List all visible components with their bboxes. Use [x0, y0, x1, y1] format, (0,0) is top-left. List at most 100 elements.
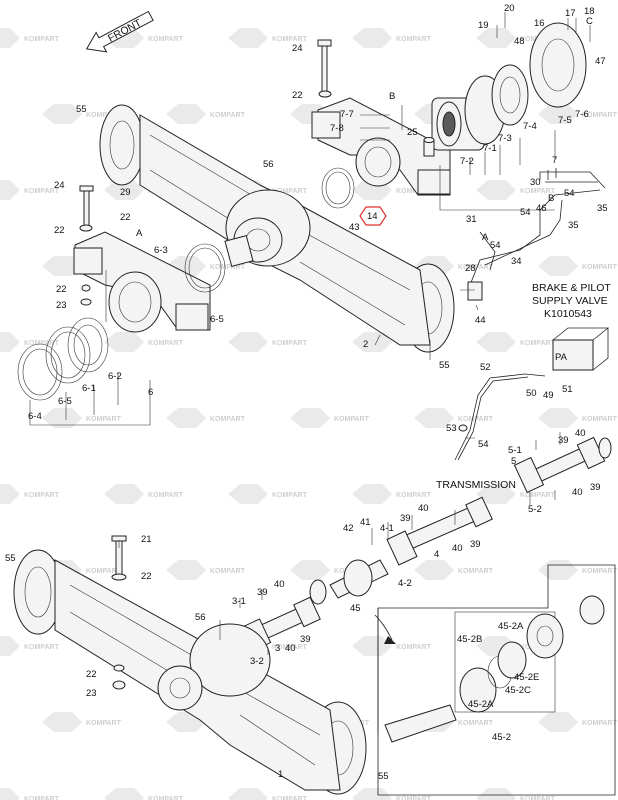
callout-4: 4: [434, 549, 439, 560]
callout-pa: PA: [555, 352, 568, 363]
watermark-text: KOMPART: [86, 720, 122, 727]
watermark-tile: KOMPART: [228, 332, 308, 352]
watermark-text: KOMPART: [24, 644, 60, 651]
callout-44: 44: [475, 315, 486, 326]
watermark-text: KOMPART: [582, 264, 618, 271]
callout-43: 43: [349, 222, 360, 233]
watermark-text: KOMPART: [272, 796, 308, 800]
watermark-tile: KOMPART: [476, 484, 556, 504]
callout-39-b: 39: [590, 482, 601, 493]
watermark-text: KOMPART: [520, 188, 556, 195]
watermark-text: KOMPART: [272, 188, 308, 195]
watermark-text: KOMPART: [396, 492, 432, 499]
callout-7-2: 7-2: [460, 156, 474, 167]
callout-45-2a-top: 45-2A: [498, 621, 524, 632]
watermark-tile: KOMPART: [476, 332, 556, 352]
callout-45: 45: [350, 603, 361, 614]
left-hub-upper: [99, 104, 145, 186]
watermark-text: KOMPART: [396, 796, 432, 800]
callout-55-left-lower: 55: [5, 553, 16, 564]
watermark-tile: KOMPART: [0, 28, 60, 48]
watermark-tile: KOMPART: [352, 484, 432, 504]
watermark-text: KOMPART: [210, 568, 246, 575]
callout-6-1: 6-1: [82, 383, 96, 394]
front-arrow: FRONT: [85, 10, 154, 53]
callout-45-2a-bottom: 45-2A: [468, 699, 494, 710]
callout-39-a: 39: [558, 435, 569, 446]
callout-22-upper: 22: [292, 90, 303, 101]
callout-45-2b: 45-2B: [457, 634, 482, 645]
transmission-label: TRANSMISSION: [436, 479, 516, 491]
trunnion-mount-6: [17, 185, 226, 401]
callout-30: 30: [530, 177, 541, 188]
callout-7-8: 7-8: [330, 123, 344, 134]
callout-40-b: 40: [572, 487, 583, 498]
callout-5: 5: [511, 456, 516, 467]
callout-40-f: 40: [285, 643, 296, 654]
callout-55-lower-right: 55: [378, 771, 389, 782]
drive-shaft-5: [513, 436, 612, 494]
callout-53: 53: [446, 423, 457, 434]
watermark-text: KOMPART: [148, 492, 184, 499]
watermark-tile: KOMPART: [228, 28, 308, 48]
callout-54-c: 54: [490, 240, 501, 251]
callout-6-5-b: 6-5: [58, 396, 72, 407]
callout-a-left: A: [136, 228, 143, 239]
watermark-text: KOMPART: [458, 264, 494, 271]
watermark-tile: KOMPART: [228, 788, 308, 800]
watermark-text: KOMPART: [582, 568, 618, 575]
watermark-text: KOMPART: [148, 36, 184, 43]
callout-6-5-a: 6-5: [210, 314, 224, 325]
callout-7-1: 7-1: [483, 143, 497, 154]
callout-23-lower: 23: [86, 688, 97, 699]
section-labels: BRAKE & PILOT SUPPLY VALVE K1010543 TRAN…: [436, 282, 611, 491]
watermark-tile: KOMPART: [0, 180, 60, 200]
callout-39-f: 39: [300, 634, 311, 645]
watermark-text: KOMPART: [582, 416, 618, 423]
watermark-tile: KOMPART: [104, 332, 184, 352]
watermark-text: KOMPART: [520, 796, 556, 800]
callout-6-2: 6-2: [108, 371, 122, 382]
callout-52: 52: [480, 362, 491, 373]
watermark-text: KOMPART: [24, 36, 60, 43]
callout-6: 6: [148, 387, 153, 398]
callout-55-upper: 55: [76, 104, 87, 115]
callout-7-6: 7-6: [575, 109, 589, 120]
callout-29: 29: [120, 187, 131, 198]
watermark-text: KOMPART: [210, 264, 246, 271]
upper-axle-assembly: [99, 104, 455, 353]
watermark-text: KOMPART: [24, 796, 60, 800]
callout-c-upper: C: [586, 16, 593, 27]
callout-25: 25: [407, 127, 418, 138]
watermark-text: KOMPART: [396, 36, 432, 43]
callout-7-5: 7-5: [558, 115, 572, 126]
callout-16: 16: [534, 18, 545, 29]
watermark-tile: KOMPART: [538, 408, 618, 428]
detail-inset-45-2: [374, 564, 616, 796]
callout-41: 41: [360, 517, 371, 528]
callout-a-right: A: [482, 232, 489, 243]
callout-23-upper: 23: [56, 300, 67, 311]
watermark-tile: KOMPART: [0, 788, 60, 800]
watermark-text: KOMPART: [24, 188, 60, 195]
watermark-text: KOMPART: [148, 340, 184, 347]
watermark-text: KOMPART: [148, 796, 184, 800]
watermark-tile: KOMPART: [476, 180, 556, 200]
part-14-highlight: [359, 206, 387, 226]
watermark-text: KOMPART: [520, 492, 556, 499]
watermark-text: KOMPART: [582, 720, 618, 727]
watermark-tile: KOMPART: [352, 28, 432, 48]
callout-40-d: 40: [452, 543, 463, 554]
watermark-tile: KOMPART: [104, 788, 184, 800]
callout-22-lower-b: 22: [86, 669, 97, 680]
watermark-text: KOMPART: [334, 416, 370, 423]
callout-54-d: 54: [478, 439, 489, 450]
watermark-text: KOMPART: [210, 416, 246, 423]
brake-pilot-valve: [454, 327, 610, 461]
callout-55-right: 55: [439, 360, 450, 371]
watermark-text: KOMPART: [24, 492, 60, 499]
callout-20: 20: [504, 3, 515, 14]
brake-valve-label-line1: BRAKE & PILOT: [532, 282, 611, 294]
callout-51: 51: [562, 384, 573, 395]
watermark-text: KOMPART: [272, 492, 308, 499]
